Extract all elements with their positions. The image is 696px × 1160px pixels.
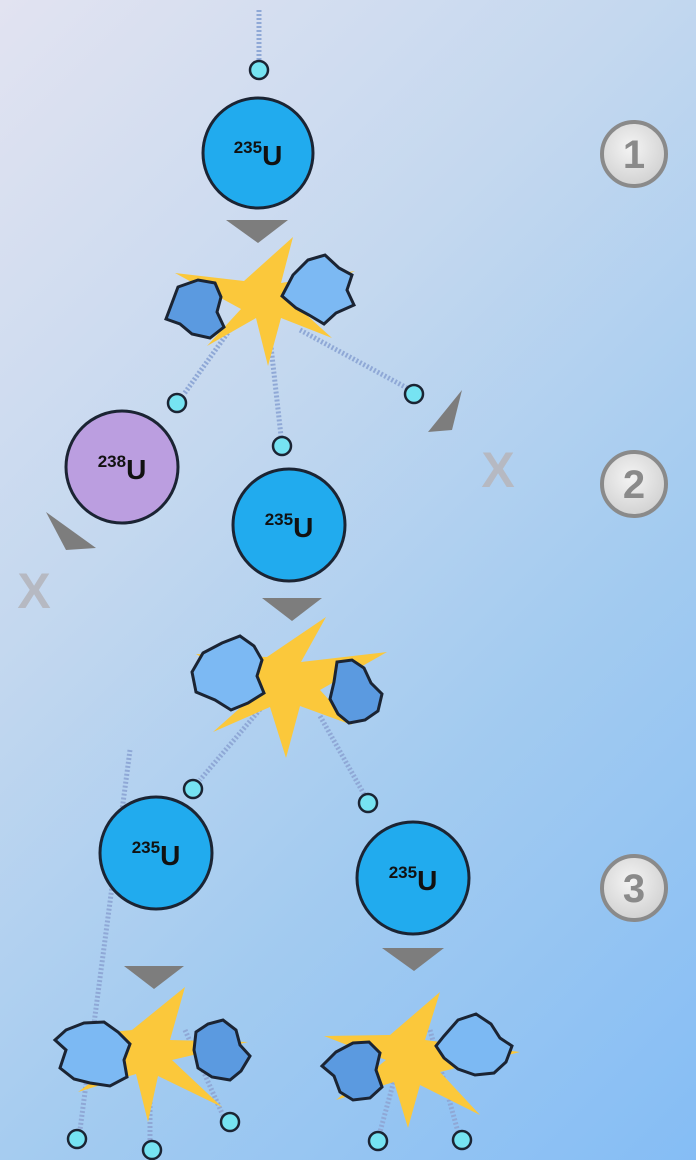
nucleus-label: 235U [132,838,181,871]
u235-nucleus-circle [201,96,315,210]
escaping-arrow-right [428,390,462,432]
neutron [66,1128,88,1150]
nucleus-label: 238U [98,452,147,485]
mass-number: 235 [389,863,417,882]
neutron [219,1111,241,1133]
neutron [182,778,204,800]
step-number: 3 [623,867,645,911]
step-badge-circle [600,450,668,518]
nucleus-u235-bottom-right: 235U [355,820,471,936]
element-symbol: U [262,140,282,171]
escaping-arrow-left [46,512,96,550]
fragment-right [280,253,357,326]
neutron [248,59,270,81]
element-symbol: U [417,865,437,896]
fission-flash-3b [319,992,520,1128]
step-badge-2: 2 [600,450,668,518]
neutron [357,792,379,814]
neutron [403,383,425,405]
fragment-right [434,1012,514,1077]
element-symbol: U [160,840,180,871]
trail-2b [317,714,368,798]
fission-flash-2 [190,617,387,758]
step-badge-1: 1 [600,120,668,188]
neutron [166,392,188,414]
fragment-left [164,278,226,340]
element-symbol: U [126,454,146,485]
neutron [271,435,293,457]
mass-number: 235 [265,510,293,529]
fragment-left [319,1040,384,1102]
step-number: 1 [623,133,645,177]
fragment-left [190,634,266,712]
arrows [46,220,462,989]
nucleus-u235-middle: 235U [231,467,347,583]
nucleus-u238: 238U [64,409,180,525]
flash-burst [54,987,248,1122]
neutron [141,1139,163,1160]
mass-number: 235 [234,138,262,157]
fission-flash-3a [52,987,252,1122]
lost-neutron-x-left: X [17,563,50,619]
u235-nucleus-circle [98,795,214,911]
step-number: 2 [623,463,645,507]
lost-neutron-x-right: X [481,442,514,498]
down-arrow-2 [262,598,322,621]
u235-nucleus-circle [355,820,471,936]
nucleus-u235-top: 235U [201,96,315,210]
step-badge-3: 3 [600,854,668,922]
nucleus-label: 235U [265,510,314,543]
u235-nucleus-circle [231,467,347,583]
fission-flash-1 [164,237,357,366]
element-symbol: U [293,512,313,543]
down-arrow-1 [226,220,288,243]
neutron [367,1130,389,1152]
nucleus-label: 235U [389,863,438,896]
fragment-left [52,1020,132,1088]
u238-nucleus-circle [64,409,180,525]
mass-number: 235 [132,838,160,857]
flash-burst [324,992,520,1128]
nucleus-u235-bottom-left: 235U [98,795,214,911]
step-badge-circle [600,120,668,188]
down-arrow-3a [124,966,184,989]
mass-number: 238 [98,452,126,471]
nucleus-label: 235U [234,138,283,171]
step-badge-circle [600,854,668,922]
trail-2a [198,698,270,782]
flash-burst [196,617,387,758]
fragment-right [192,1018,252,1082]
flash-burst [175,237,355,366]
neutron [451,1129,473,1151]
down-arrow-3b [382,948,444,971]
neutrons [66,59,473,1160]
trail-1b [265,319,284,437]
fragment-right [328,658,384,725]
trail-1c [298,327,409,391]
